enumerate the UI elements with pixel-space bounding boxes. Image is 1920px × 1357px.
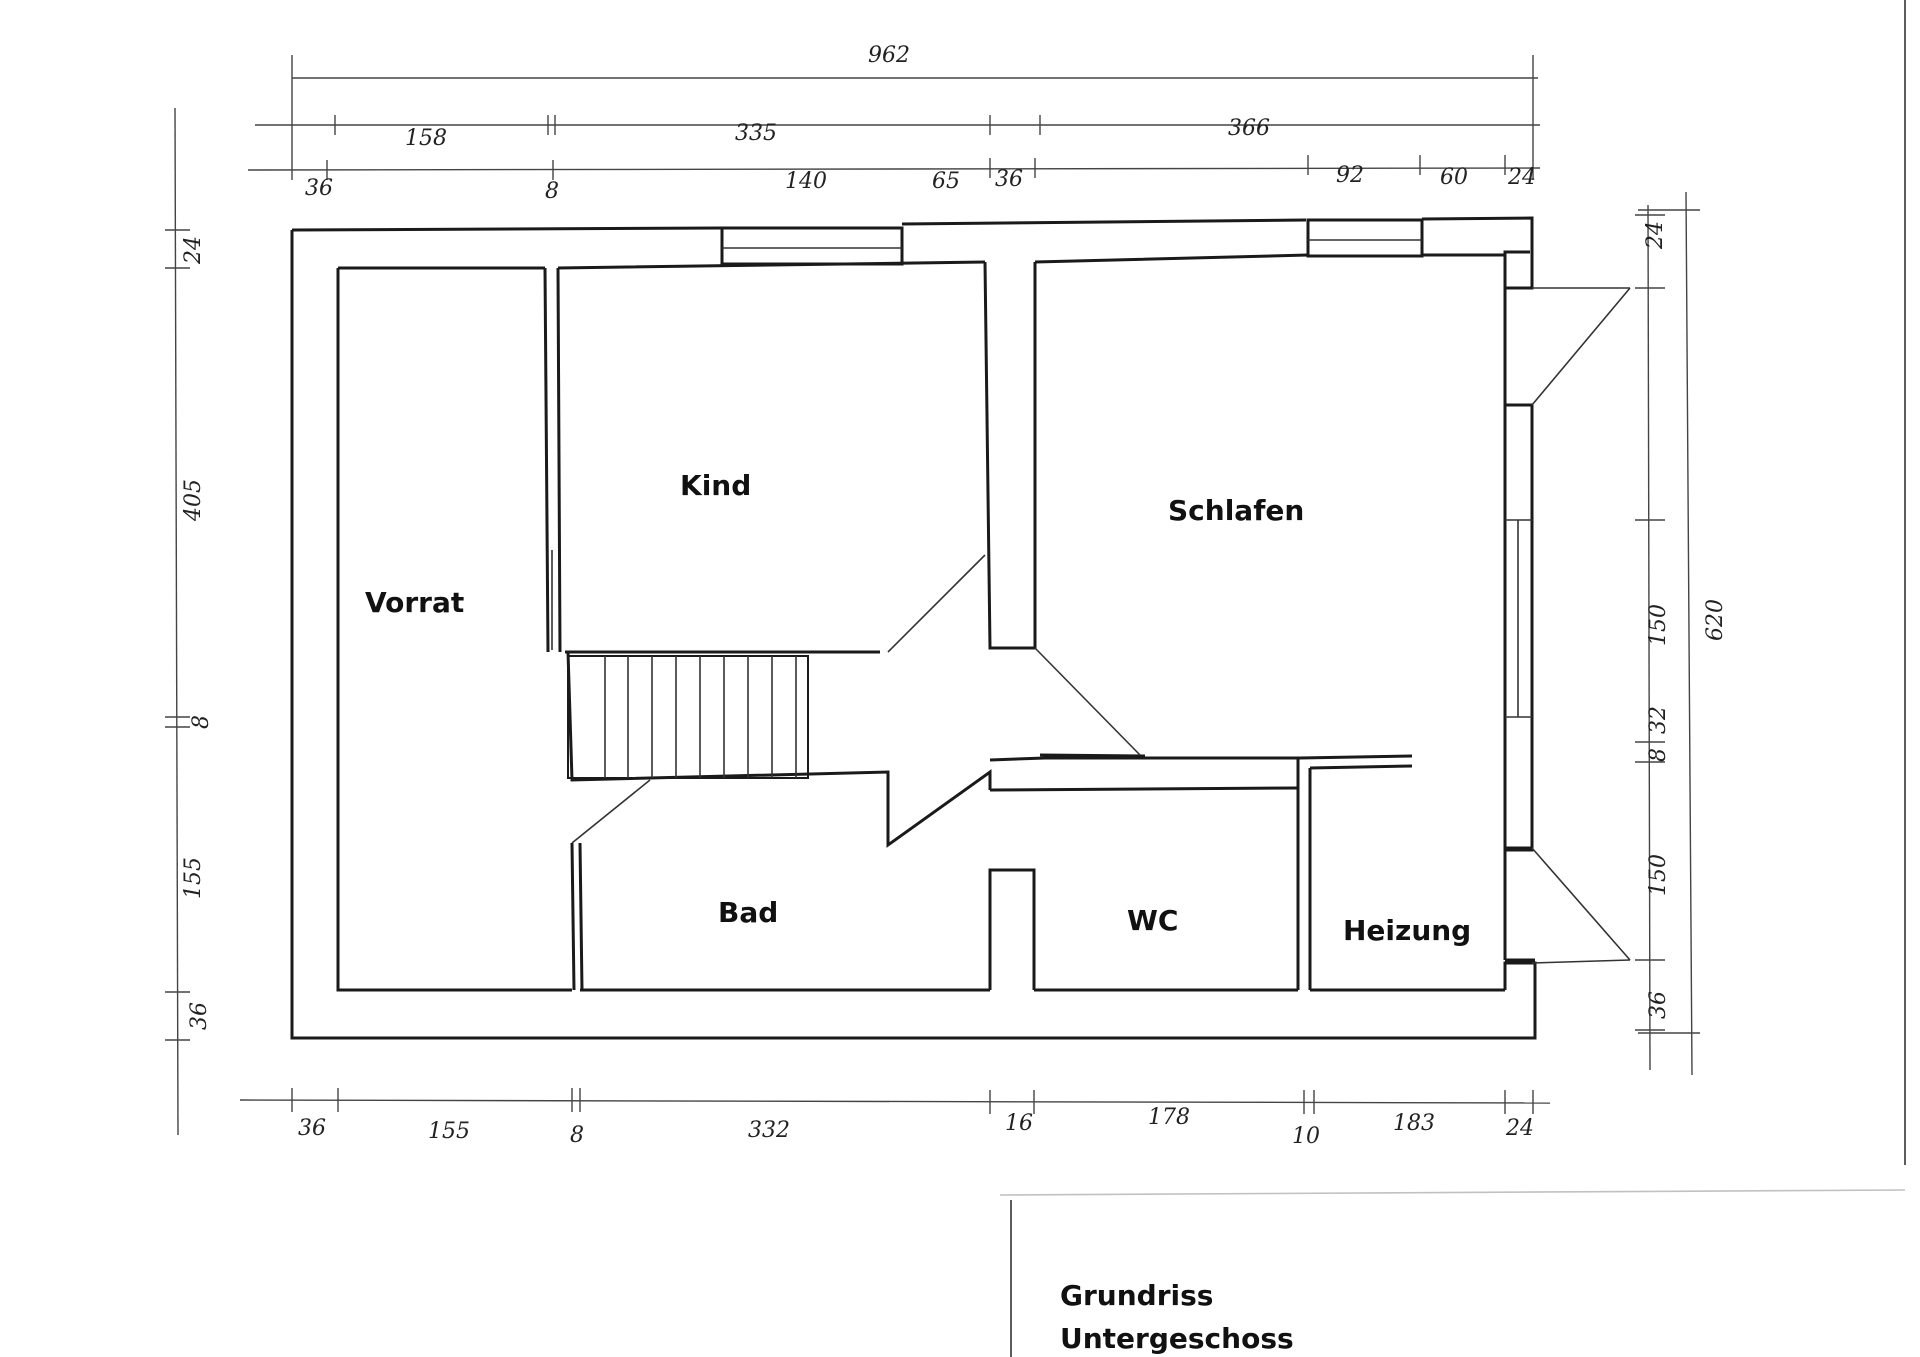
dim-right-4: 32: [1646, 706, 1671, 734]
page-edge-bottom: [999, 1189, 1906, 1196]
room-label-heizung: Heizung: [1343, 914, 1471, 947]
dim-bottom-2: 155: [428, 1119, 470, 1144]
room-label-wc: WC: [1127, 904, 1178, 937]
room-label-kind: Kind: [680, 469, 751, 502]
dim-top-row1-3: 366: [1228, 116, 1270, 141]
dim-bottom-3: 8: [570, 1123, 584, 1148]
dim-left-4: 155: [181, 857, 206, 899]
dim-right-3: 8: [1646, 748, 1671, 762]
dim-top-row2-8: 24: [1507, 165, 1536, 190]
dim-top-row1-2: 335: [735, 121, 777, 146]
plan-title-line2: Untergeschoss: [1060, 1322, 1294, 1355]
dim-left-2: 405: [181, 479, 206, 522]
dim-left-1: 24: [181, 236, 206, 265]
dim-bottom-4: 332: [748, 1118, 790, 1143]
dim-top-row2-6: 92: [1336, 163, 1364, 188]
dim-top-total: 962: [868, 43, 910, 68]
dim-top-row2-1: 36: [305, 176, 333, 201]
dim-bottom-1: 36: [298, 1116, 326, 1141]
dim-right-5: 150: [1646, 854, 1671, 896]
dimension-labels: 962 158 335 366 36 8 140 65 36 92 60 24 …: [181, 43, 1728, 1149]
plan-title-line1: Grundriss: [1060, 1279, 1213, 1312]
dim-left-3: 8: [189, 715, 214, 729]
room-label-vorrat: Vorrat: [365, 586, 464, 619]
room-label-bad: Bad: [718, 896, 778, 929]
dim-bottom-6: 178: [1148, 1105, 1190, 1130]
dim-bottom-5: 16: [1005, 1111, 1033, 1136]
dim-right-total: 620: [1703, 599, 1728, 641]
room-labels: Vorrat Kind Schlafen Bad WC Heizung: [365, 469, 1471, 947]
dim-top-row2-5: 36: [995, 167, 1023, 192]
dimension-lines: [165, 55, 1700, 1136]
dim-bottom-7: 10: [1292, 1124, 1320, 1149]
dim-top-row2-3: 140: [785, 169, 827, 194]
dim-top-row2-4: 65: [932, 169, 960, 194]
dim-left-5: 36: [187, 1002, 212, 1030]
dim-top-row2-7: 60: [1440, 165, 1468, 190]
walls: [290, 216, 1631, 1040]
dim-top-row2-2: 8: [545, 179, 559, 204]
dim-bottom-8: 183: [1393, 1111, 1435, 1136]
dim-right-6: 36: [1646, 991, 1671, 1019]
dim-right-1: 24: [1643, 221, 1668, 250]
dim-top-row1-1: 158: [405, 126, 447, 151]
dim-right-2: 150: [1646, 604, 1671, 646]
dim-bottom-9: 24: [1505, 1116, 1534, 1141]
room-label-schlafen: Schlafen: [1168, 494, 1304, 527]
